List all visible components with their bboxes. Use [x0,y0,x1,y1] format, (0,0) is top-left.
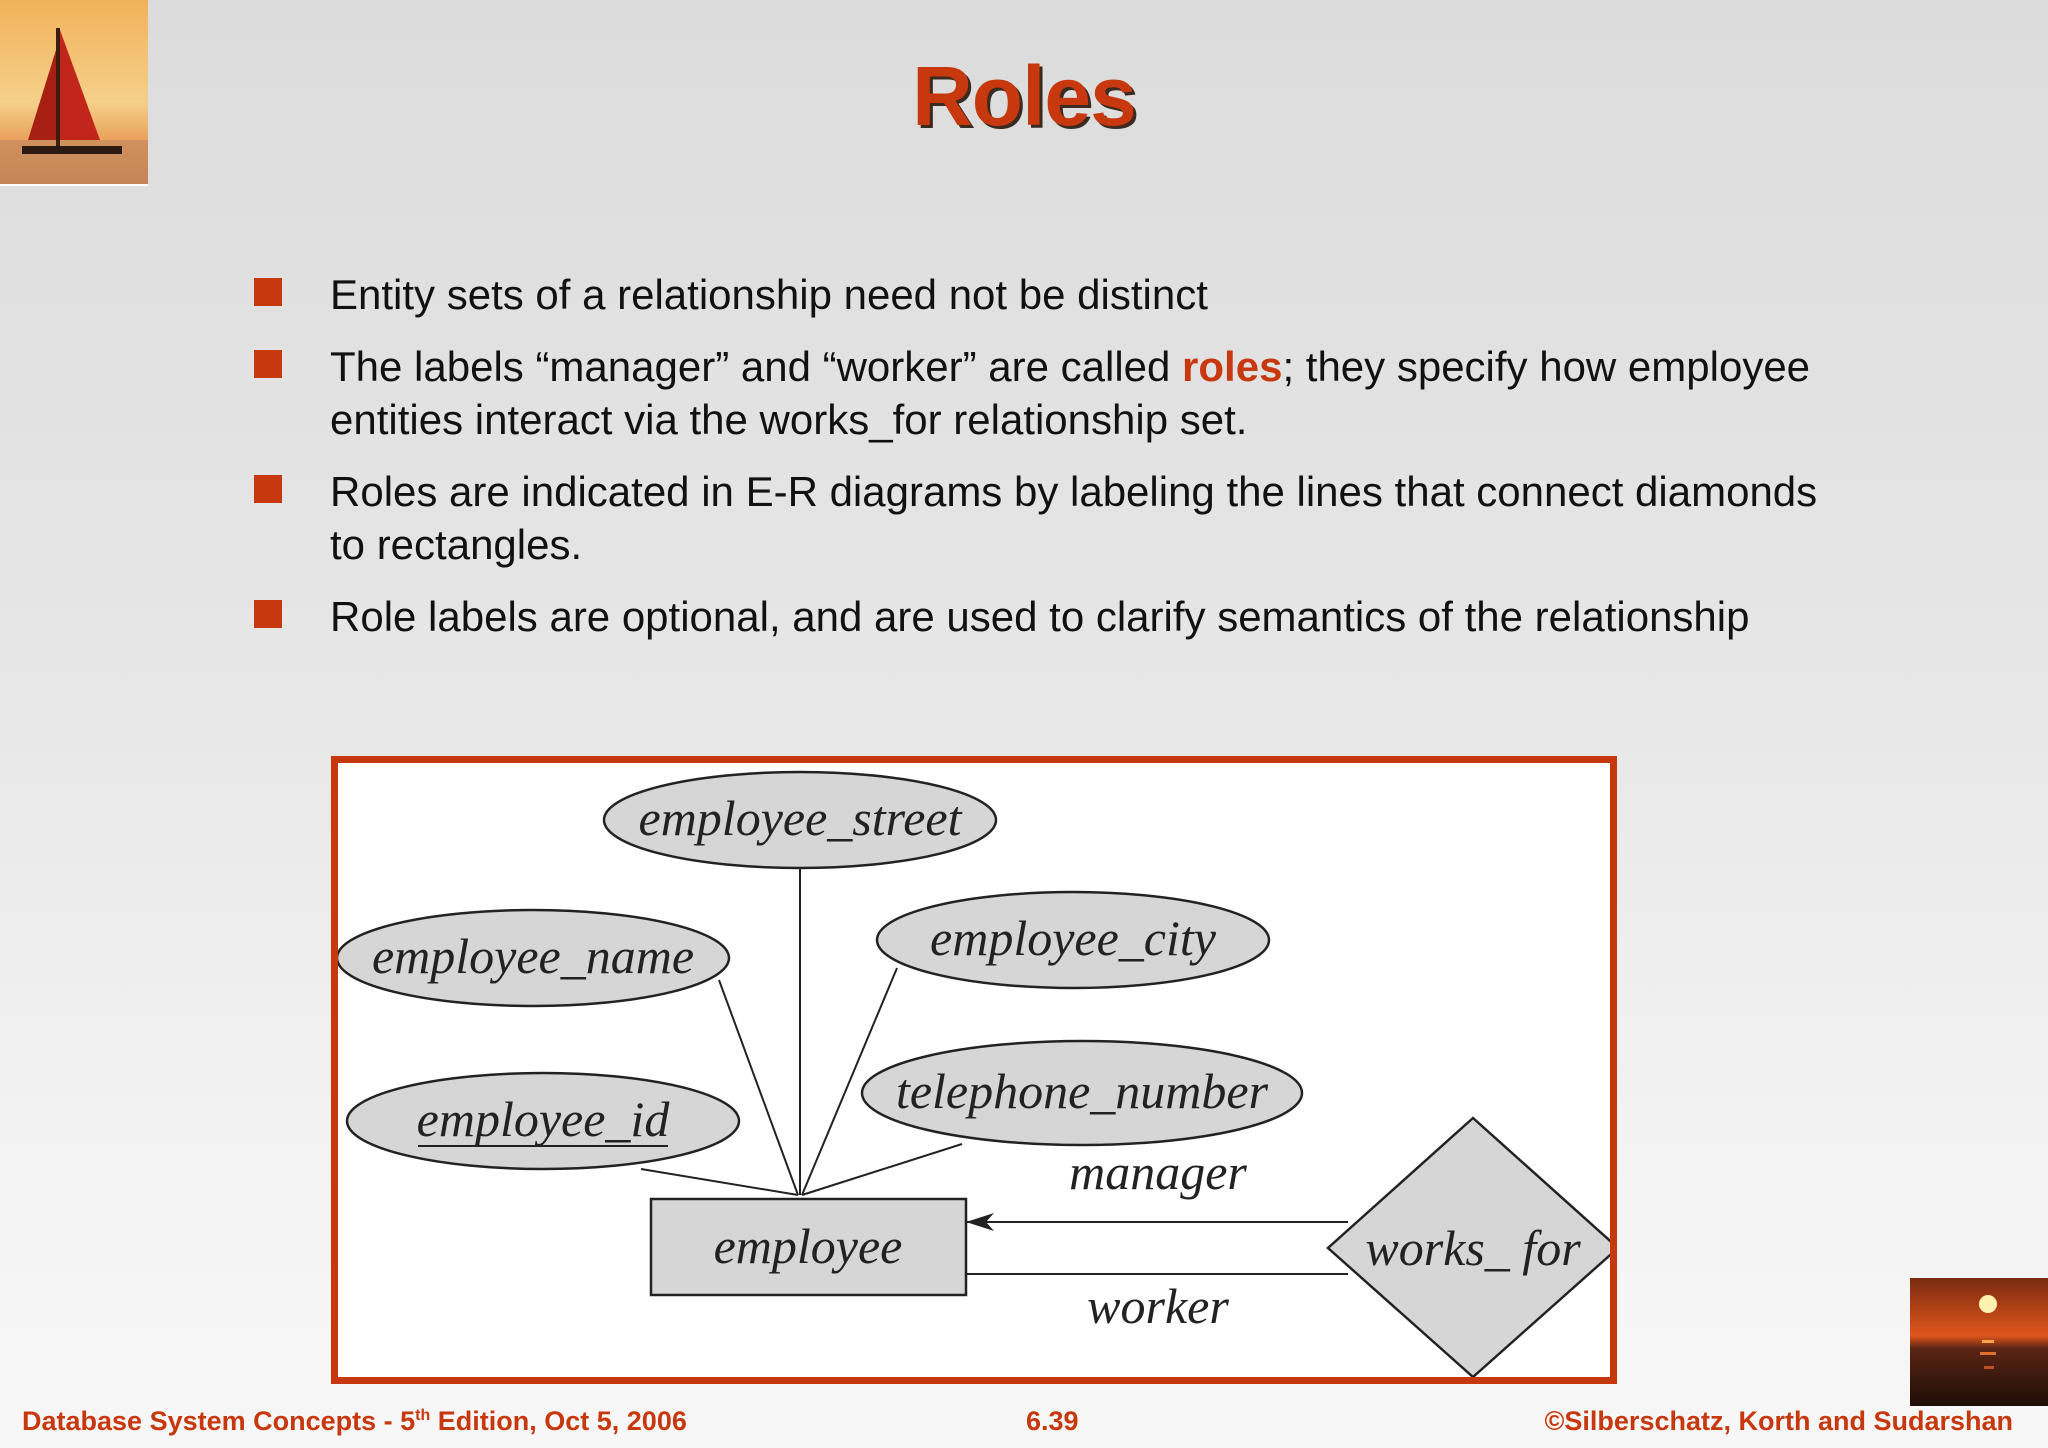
bullet-text: Role labels are optional, and are used t… [330,593,1750,640]
role-manager: manager [1069,1144,1247,1200]
entity-rectangle [649,1197,968,1297]
sailboat-logo [0,0,148,186]
attribute-phone: telephone_number [896,1063,1269,1119]
er-diagram: employee_street employee_name employee_c… [338,770,1610,1377]
bullet-square-icon [254,350,282,378]
footer-left-suffix: Edition, Oct 5, 2006 [430,1406,687,1436]
bullet-item: The labels “manager” and “worker” are ca… [254,340,1854,446]
line-name [718,979,799,1196]
attribute-city: employee_city [930,910,1217,966]
page-title: Roles [912,49,1137,143]
er-diagram-frame: employee_street employee_name employee_c… [331,756,1617,1384]
footer-copyright: ©Silberschatz, Korth and Sudarshan [1544,1406,2013,1436]
attribute-ellipse-name [338,908,731,1008]
attribute-ellipse-street [602,770,998,870]
arrow-head-icon [966,1213,994,1231]
bullet-text: ; they specify how employee entities int… [330,343,1811,443]
sunset-logo [1910,1278,2048,1406]
relationship-diamond [1326,1116,1610,1377]
relationship-works-for: works_ for [1365,1220,1581,1276]
highlight-roles: roles [1182,343,1283,390]
attribute-ellipse-phone [860,1039,1304,1147]
bullet-text: Entity sets of a relationship need not b… [330,271,1208,318]
line-id [640,1168,799,1196]
attribute-street: employee_street [639,790,963,846]
line-phone [801,1143,963,1196]
footer-book-title: Database System Concepts - 5th Edition, … [22,1406,687,1437]
bullet-item: Role labels are optional, and are used t… [254,590,1854,643]
bullet-text: Roles are indicated in E-R diagrams by l… [330,468,1818,568]
entity-employee: employee [714,1218,903,1274]
bullet-item: Entity sets of a relationship need not b… [254,268,1854,321]
bullet-square-icon [254,475,282,503]
line-city [801,967,898,1196]
footer-left-sup: th [415,1407,431,1424]
footer-page-number: 6.39 [1026,1406,1079,1436]
bullet-square-icon [254,600,282,628]
attribute-id-primary-key: employee_id [417,1091,671,1147]
footer-left-prefix: Database System Concepts - 5 [22,1406,416,1436]
attribute-name: employee_name [372,928,694,984]
bullet-text: The labels “manager” and “worker” are ca… [330,343,1183,390]
bullet-item: Roles are indicated in E-R diagrams by l… [254,465,1854,571]
role-worker: worker [1087,1278,1229,1334]
bullet-square-icon [254,278,282,306]
attribute-ellipse-city [875,890,1271,990]
bullet-list: Entity sets of a relationship need not b… [254,268,1854,662]
